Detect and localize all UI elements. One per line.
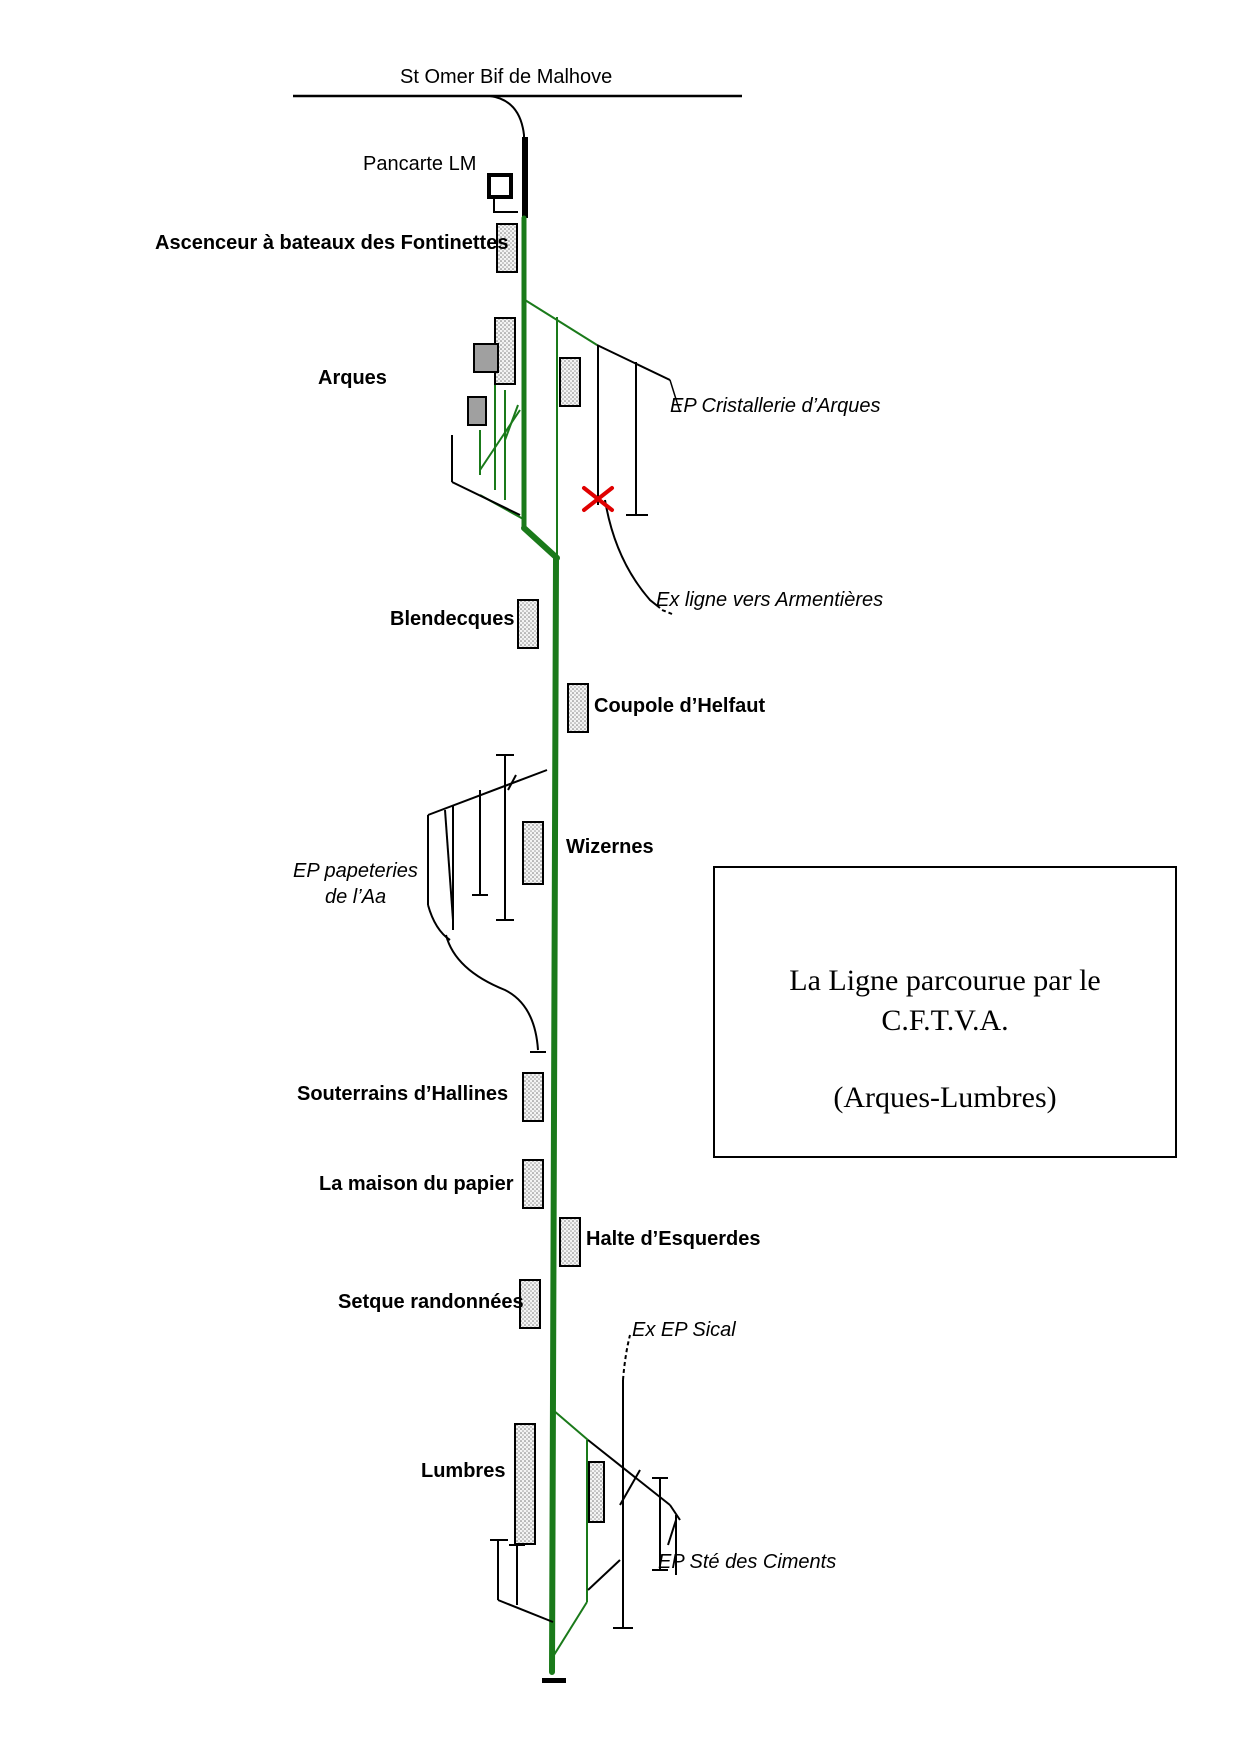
top-line-label: St Omer Bif de Malhove	[400, 66, 612, 88]
arques-buildings	[467, 343, 499, 426]
station-box-ascenceur	[496, 223, 518, 273]
station-box-lumbres	[514, 1423, 536, 1545]
info-box-line-1: La Ligne parcourue par le	[789, 964, 1101, 997]
station-box-coupole	[567, 683, 589, 733]
station-box-esquerdes	[559, 1217, 581, 1267]
sical-label: Ex EP Sical	[632, 1319, 736, 1341]
info-box-line-2: C.F.T.V.A.	[881, 1004, 1009, 1037]
esquerdes-label: Halte d’Esquerdes	[586, 1228, 761, 1250]
station-box-maison	[522, 1159, 544, 1209]
station-box-hallines	[522, 1072, 544, 1122]
station-boxes	[494, 223, 605, 1545]
armentieres-label: Ex ligne vers Armentières	[656, 589, 883, 611]
station-box-setque	[519, 1279, 541, 1329]
arques-black-tracks	[451, 344, 673, 615]
pancarte-label: Pancarte LM	[363, 153, 476, 175]
maison-label: La maison du papier	[319, 1173, 514, 1195]
lumbres-black-tracks	[490, 1334, 681, 1629]
building-icon	[473, 343, 499, 373]
end-of-line-marker	[542, 1678, 566, 1683]
top-main-line	[293, 94, 742, 218]
papeteries-label-1: EP papeteries	[293, 860, 418, 882]
arques-label: Arques	[318, 367, 387, 389]
info-box: La Ligne parcourue par le C.F.T.V.A. (Ar…	[713, 866, 1177, 1158]
cristallerie-label: EP Cristallerie d’Arques	[670, 395, 880, 417]
closed-line-cross-icon	[582, 486, 614, 512]
wizernes-label: Wizernes	[566, 836, 654, 858]
main-green-line	[521, 215, 560, 1675]
setque-label: Setque randonnées	[338, 1291, 524, 1313]
info-box-line-3: (Arques-Lumbres)	[833, 1081, 1057, 1114]
station-box-blendecques	[517, 599, 539, 649]
building-icon	[467, 396, 487, 426]
station-box-wizernes	[522, 821, 544, 885]
station-box-arques-2	[559, 357, 581, 407]
coupole-label: Coupole d’Helfaut	[594, 695, 765, 717]
lumbres-label: Lumbres	[421, 1460, 505, 1482]
blendecques-label: Blendecques	[390, 608, 514, 630]
ascenceur-label: Ascenceur à bateaux des Fontinettes	[155, 232, 508, 254]
ciments-label: EP Sté des Ciments	[658, 1551, 836, 1573]
papeteries-label-2: de l’Aa	[325, 886, 386, 908]
cristallerie-leader	[669, 379, 681, 413]
wizernes-papeteries-tracks	[427, 754, 548, 1053]
station-box-lumbres-2	[588, 1461, 605, 1523]
lumbres-green-sidings	[552, 1409, 589, 1656]
hallines-label: Souterrains d’Hallines	[297, 1083, 508, 1105]
pancarte-sign-icon	[487, 173, 518, 213]
